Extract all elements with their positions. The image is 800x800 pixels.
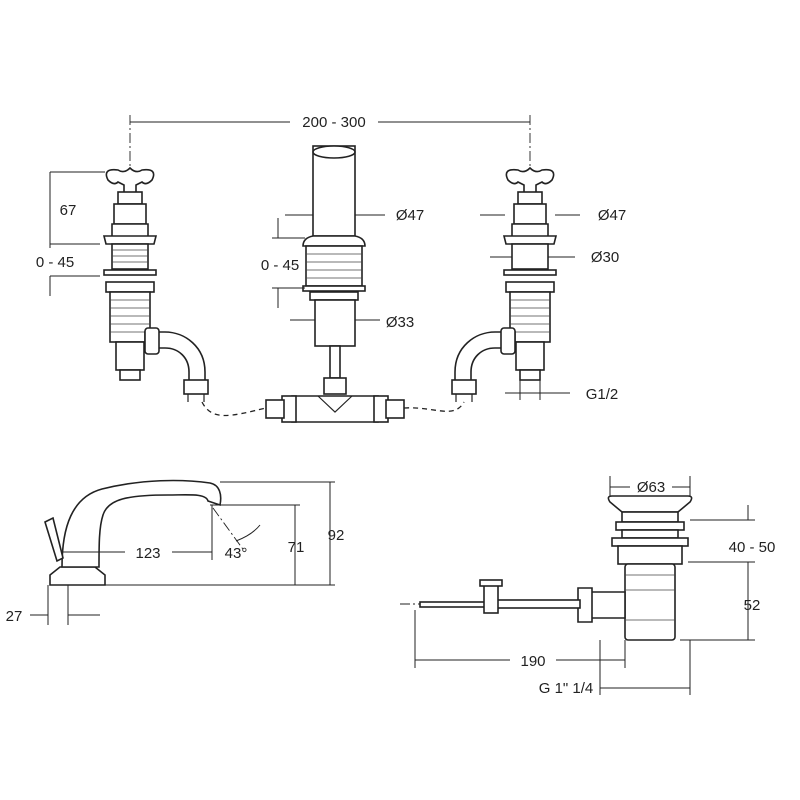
dim-waste-rod-length: 190: [520, 653, 545, 670]
spout-side-view: 92 71 123 43° 27: [6, 479, 345, 625]
left-cross-handle-tap: 67 0 - 45: [36, 166, 209, 402]
dim-tap-spacing: 200 - 300: [302, 114, 365, 131]
dim-spout-base-diameter: Ø33: [386, 314, 414, 331]
dim-waste-body-height: 52: [744, 597, 761, 614]
dim-spout-angle: 43°: [225, 545, 248, 562]
dim-right-body-diameter: Ø30: [591, 249, 619, 266]
dim-spout-base-offset: 27: [6, 608, 23, 625]
dim-right-handle-diameter: Ø47: [598, 207, 626, 224]
dim-waste-thread: G 1" 1/4: [539, 680, 594, 697]
top-spacing-dimension: 200 - 300: [129, 114, 531, 168]
dim-handle-height: 67: [60, 202, 77, 219]
dim-spout-reach: 123: [135, 545, 160, 562]
dim-spout-outlet-height: 71: [288, 539, 305, 556]
dim-waste-diameter: Ø63: [637, 479, 665, 496]
dim-spout-diameter: Ø47: [396, 207, 424, 224]
dim-center-deck-range: 0 - 45: [261, 257, 299, 274]
dim-waste-head-range: 40 - 50: [729, 539, 776, 556]
dim-spout-total-height: 92: [328, 527, 345, 544]
right-cross-handle-tap: Ø47 Ø30 G1/2: [451, 166, 626, 403]
pop-up-waste: Ø63 40 - 50 52 190 G 1" 1/4: [400, 476, 775, 697]
center-spout-body: Ø47 0 - 45 Ø33: [201, 145, 465, 423]
dim-connection-thread: G1/2: [586, 386, 619, 403]
dim-left-deck-range: 0 - 45: [36, 254, 74, 271]
